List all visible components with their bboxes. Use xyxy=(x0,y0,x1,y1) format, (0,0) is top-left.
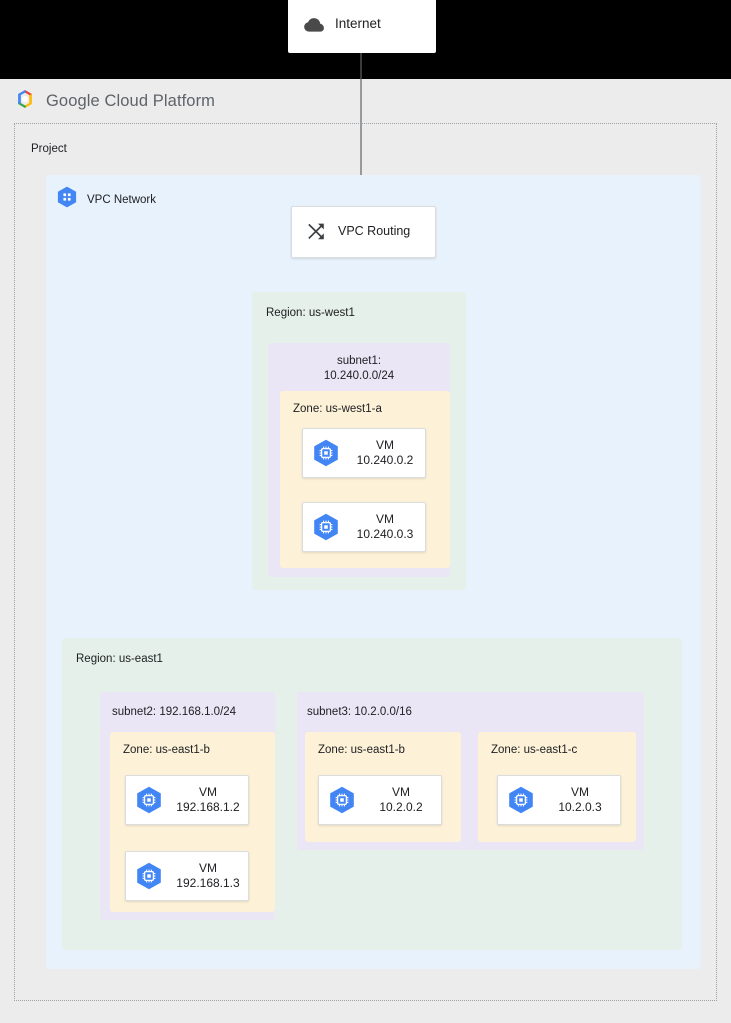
subnet1-label-line1: subnet1: xyxy=(336,355,382,367)
vm-ip: 10.2.0.2 xyxy=(379,800,423,814)
vm-instance-icon xyxy=(136,862,162,890)
routing-arrows-icon xyxy=(306,221,328,243)
zone-us-east1-b-label: Zone: us-east1-b xyxy=(318,744,405,756)
vm-ip: 10.2.0.3 xyxy=(558,800,602,814)
vm-name: VM xyxy=(571,785,589,799)
vm-labels: VM 192.168.1.3 xyxy=(168,861,248,891)
subnet-subnet2-label: subnet2: 192.168.1.0/24 xyxy=(112,706,237,718)
vm-name: VM xyxy=(199,861,217,875)
brand-google: Google xyxy=(46,92,100,110)
internet-label: Internet xyxy=(335,16,381,32)
project-label: Project xyxy=(31,143,67,155)
vm-node-10-240-0-3[interactable]: VM 10.240.0.3 xyxy=(302,502,426,552)
subnet1-label-line2: 10.240.0.0/24 xyxy=(323,369,395,382)
project-boundary: Project xyxy=(14,123,717,1001)
vm-instance-icon xyxy=(508,786,534,814)
vm-ip: 10.240.0.2 xyxy=(356,453,414,467)
internet-node[interactable]: Internet xyxy=(288,0,436,53)
vm-labels: VM 10.240.0.2 xyxy=(345,438,425,468)
vm-instance-icon xyxy=(136,786,162,814)
vpc-network-label: VPC Network xyxy=(87,193,157,206)
zone-us-east1-b-label: Zone: us-east1-b xyxy=(123,744,210,756)
vm-ip: 192.168.1.2 xyxy=(176,800,240,814)
gcp-wordmark: Google Cloud Platform xyxy=(46,92,215,111)
gcp-brand-header: Google Cloud Platform xyxy=(14,88,215,115)
vm-instance-icon xyxy=(329,786,355,814)
vm-labels: VM 10.2.0.2 xyxy=(361,785,441,815)
vm-node-10-2-0-2[interactable]: VM 10.2.0.2 xyxy=(318,775,442,825)
subnet-subnet3-label: subnet3: 10.2.0.0/16 xyxy=(307,706,412,718)
vm-node-192-168-1-3[interactable]: VM 192.168.1.3 xyxy=(125,851,249,901)
google-cloud-logo-icon xyxy=(14,88,36,115)
vm-name: VM xyxy=(199,785,217,799)
subnet-subnet1-label: subnet1: 10.240.0.0/24 xyxy=(268,354,450,384)
vm-instance-icon xyxy=(313,439,339,467)
vm-ip: 192.168.1.3 xyxy=(176,876,240,890)
vpc-network-hexagon-icon xyxy=(57,186,77,213)
vm-node-192-168-1-2[interactable]: VM 192.168.1.2 xyxy=(125,775,249,825)
vm-node-10-240-0-2[interactable]: VM 10.240.0.2 xyxy=(302,428,426,478)
vpc-network-header: VPC Network xyxy=(57,186,156,213)
vm-name: VM xyxy=(392,785,410,799)
vm-instance-icon xyxy=(313,513,339,541)
vpc-routing-label: VPC Routing xyxy=(338,224,411,239)
vm-labels: VM 192.168.1.2 xyxy=(168,785,248,815)
brand-cloud-platform: Cloud Platform xyxy=(104,92,216,110)
vm-name: VM xyxy=(376,438,394,452)
region-us-west1-label: Region: us-west1 xyxy=(266,307,355,319)
vm-labels: VM 10.240.0.3 xyxy=(345,512,425,542)
vm-labels: VM 10.2.0.3 xyxy=(540,785,620,815)
vm-name: VM xyxy=(376,512,394,526)
cloud-icon xyxy=(304,17,324,32)
zone-us-east1-c-label: Zone: us-east1-c xyxy=(491,744,578,756)
region-us-east1-label: Region: us-east1 xyxy=(76,653,163,665)
vpc-routing-node[interactable]: VPC Routing xyxy=(291,206,436,258)
vm-node-10-2-0-3[interactable]: VM 10.2.0.3 xyxy=(497,775,621,825)
vm-ip: 10.240.0.3 xyxy=(356,527,414,541)
zone-us-west1-a-label: Zone: us-west1-a xyxy=(293,403,382,415)
